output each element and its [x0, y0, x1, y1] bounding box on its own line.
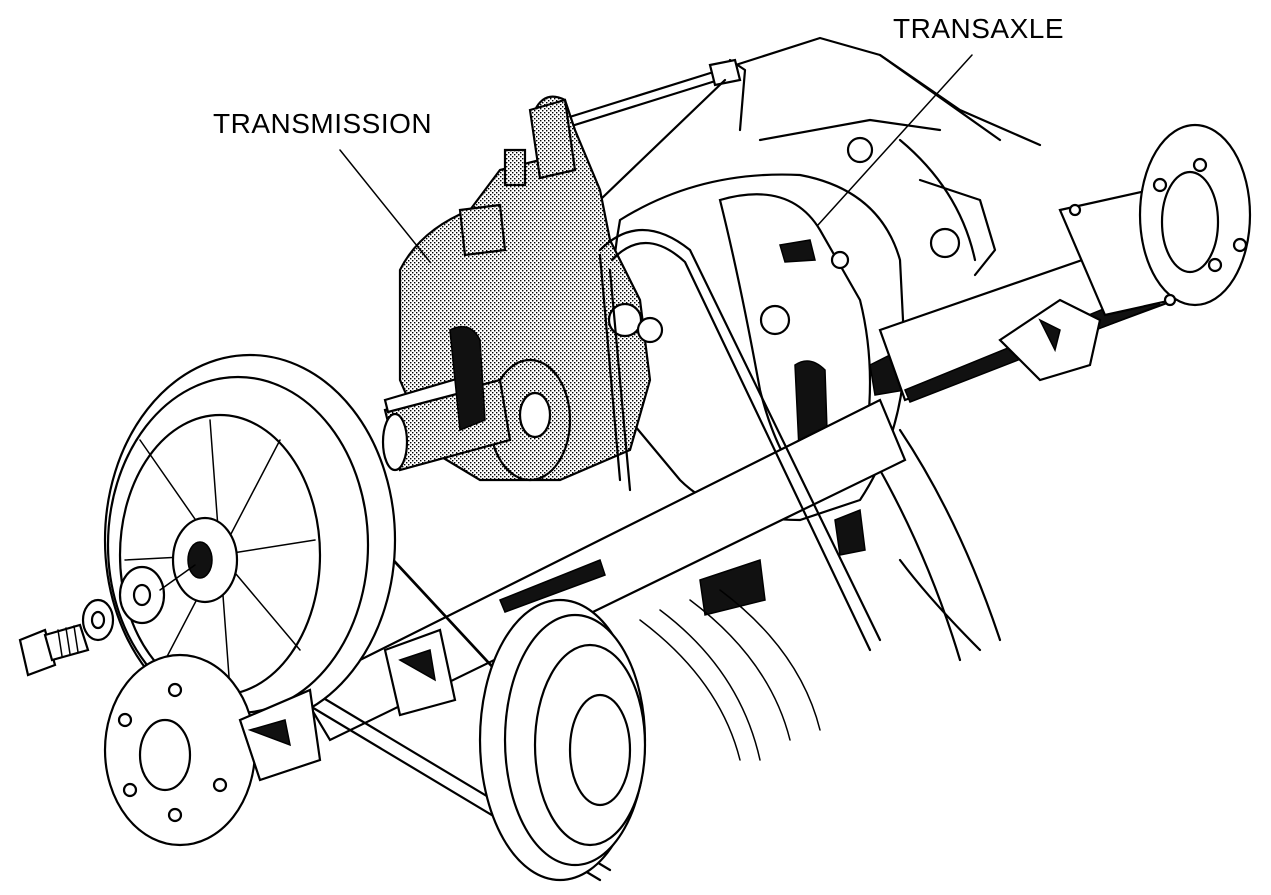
- transaxle-label: TRANSAXLE: [893, 13, 1064, 44]
- axle-tube-right: [878, 123, 1252, 403]
- transaxle-leader-line: [817, 54, 973, 226]
- shift-linkage: [558, 58, 742, 202]
- driven-pulley: [103, 353, 397, 727]
- bolt-and-washers: [18, 564, 196, 677]
- transmission-label: TRANSMISSION: [213, 108, 432, 139]
- hub-flange-left: [103, 628, 457, 847]
- callout-leaders: [339, 54, 973, 263]
- transmission-leader-line: [339, 149, 431, 263]
- transmission-body: [381, 95, 664, 482]
- chassis-frame: [718, 36, 1042, 662]
- drive-clutch-pulley: [478, 589, 821, 882]
- axle-tube-left: [298, 398, 907, 742]
